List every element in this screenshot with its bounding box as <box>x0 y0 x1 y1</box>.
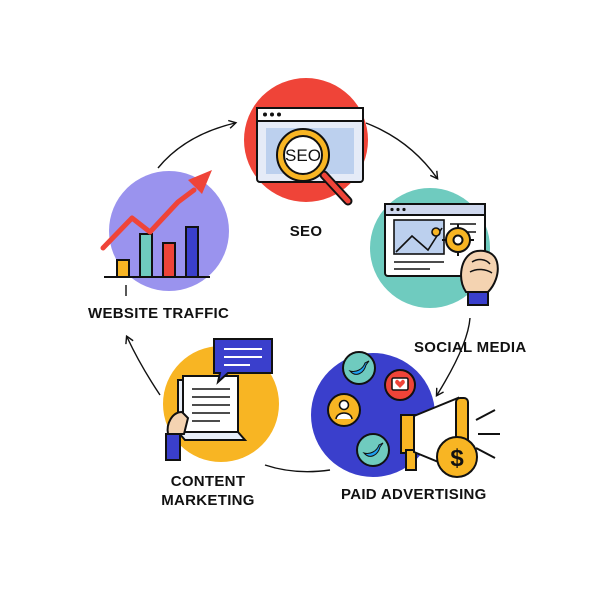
social-step-graphic <box>370 188 499 308</box>
cycle-arrows <box>125 119 471 473</box>
website-traffic-label: WEBSITE TRAFFIC <box>88 305 230 322</box>
content-step-graphic <box>163 338 279 462</box>
paid-advertising-label: PAID ADVERTISING <box>341 486 487 503</box>
seo-label: SEO <box>289 223 323 240</box>
heart-message-icon <box>384 369 416 401</box>
user-icon <box>327 393 361 427</box>
arrow-paid-to-content <box>264 464 331 473</box>
hand-icon <box>460 249 499 306</box>
social-media-label: SOCIAL MEDIA <box>414 339 527 356</box>
social-media-browser-icon <box>384 203 486 277</box>
dollar-coin-icon: $ <box>436 436 478 478</box>
content-label-line2: MARKETING <box>161 492 255 509</box>
paid-step-graphic: $ <box>311 351 500 478</box>
arrow-seo-to-social <box>365 122 439 180</box>
content-marketing-label: CONTENT MARKETING <box>150 472 266 510</box>
content-document-icon <box>177 375 248 441</box>
traffic-step-graphic <box>100 170 229 291</box>
gear-icon <box>442 224 474 256</box>
seo-step-graphic: SEO <box>244 78 368 206</box>
dollar-sign: $ <box>450 445 464 472</box>
arrow-content-to-traffic <box>125 334 161 396</box>
growth-chart-icon <box>104 226 210 278</box>
trend-arrow-icon <box>100 170 212 251</box>
chat-bubble-icon <box>213 338 273 385</box>
arrow-social-to-paid <box>435 317 471 398</box>
twitter-icon-2 <box>356 433 390 467</box>
seo-badge-text: SEO <box>285 146 321 165</box>
twitter-icon <box>342 351 376 385</box>
content-label-line1: CONTENT <box>170 473 246 490</box>
gear-small-icon <box>431 227 441 237</box>
arrow-traffic-to-seo <box>157 119 238 169</box>
seo-magnifier-icon <box>276 128 353 206</box>
content-hand-icon <box>165 410 190 461</box>
